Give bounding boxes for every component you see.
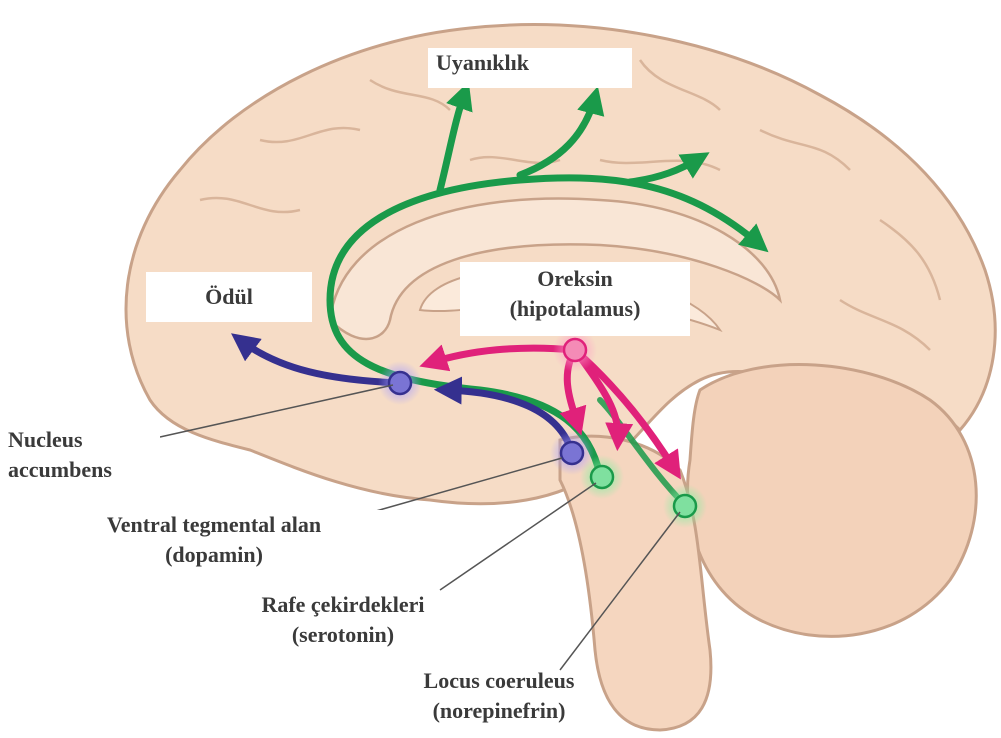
raphe-text: Rafe çekirdekleri (212, 590, 474, 620)
raphe-label: Rafe çekirdekleri (serotonin) (212, 590, 474, 654)
nucleus-accumbens-text-2: accumbens (8, 455, 160, 485)
vta-neurotransmitter-text: (dopamin) (40, 540, 388, 570)
nucleus-accumbens-node (389, 372, 411, 394)
raphe-neurotransmitter-text: (serotonin) (212, 620, 474, 650)
vta-node (561, 442, 583, 464)
reward-label: Ödül (146, 272, 312, 322)
orexin-node (564, 339, 586, 361)
arousal-label: Uyanıklık (428, 48, 632, 88)
arousal-text: Uyanıklık (436, 50, 529, 75)
cerebellum (688, 365, 977, 637)
orexin-label: Oreksin (hipotalamus) (460, 262, 690, 336)
orexin-region-text: (hipotalamus) (460, 294, 690, 324)
orexin-text: Oreksin (460, 264, 690, 294)
nucleus-accumbens-label: Nucleus accumbens (8, 425, 160, 493)
reward-text: Ödül (205, 284, 253, 309)
vta-text: Ventral tegmental alan (40, 510, 388, 540)
locus-coeruleus-label: Locus coeruleus (norepinefrin) (376, 666, 622, 730)
locus-coeruleus-neurotransmitter-text: (norepinefrin) (376, 696, 622, 726)
nucleus-accumbens-text-1: Nucleus (8, 425, 160, 455)
locus-coeruleus-text: Locus coeruleus (376, 666, 622, 696)
vta-label: Ventral tegmental alan (dopamin) (40, 510, 388, 582)
locus-coeruleus-node (674, 495, 696, 517)
